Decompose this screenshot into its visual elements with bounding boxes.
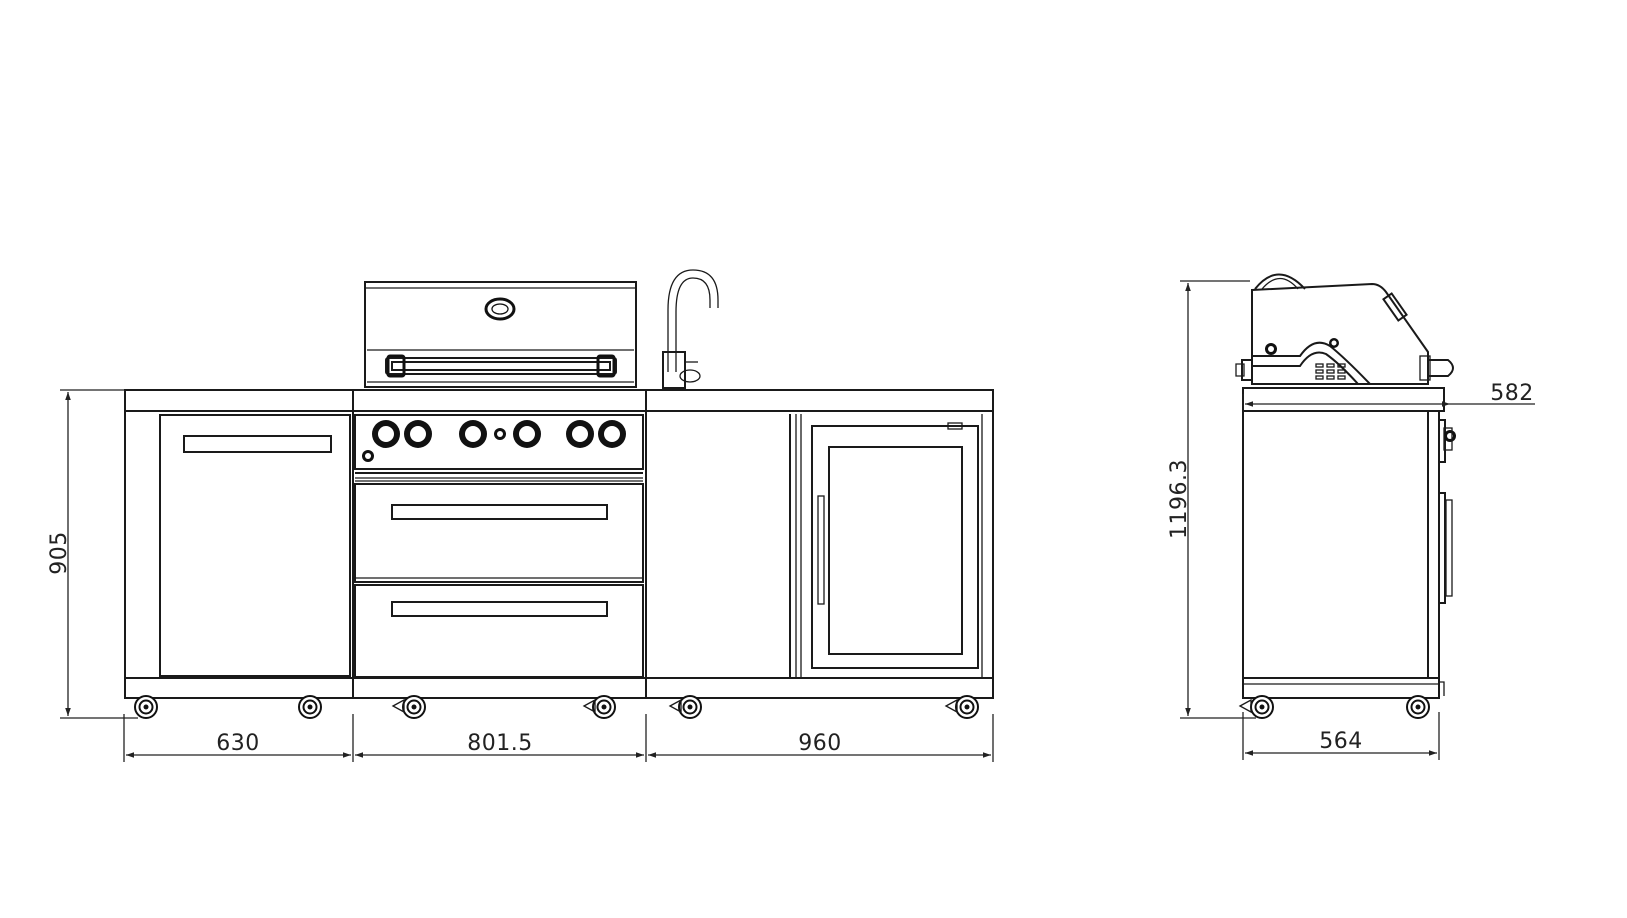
side-grill-hood bbox=[1235, 273, 1454, 385]
dimension-label-right-width: 960 bbox=[798, 731, 842, 756]
dimension-label-top-depth: 582 bbox=[1490, 381, 1534, 406]
dimension-lines-front bbox=[60, 389, 994, 762]
dimension-label-front-height: 905 bbox=[47, 531, 72, 575]
side-countertop bbox=[1242, 387, 1445, 412]
wheel-icon bbox=[134, 695, 979, 719]
right-panel bbox=[789, 414, 802, 678]
dimension-label-left-width: 630 bbox=[216, 731, 260, 756]
countertop bbox=[124, 389, 994, 412]
beverage-fridge bbox=[811, 414, 983, 678]
door-handle bbox=[183, 435, 332, 453]
left-cabinet-door bbox=[159, 414, 351, 677]
dimension-label-total-height: 1196.3 bbox=[1167, 459, 1192, 539]
drawer-lower bbox=[354, 584, 644, 678]
knob-icon bbox=[362, 420, 626, 462]
drawer-handle bbox=[391, 601, 608, 617]
drawer-upper bbox=[354, 483, 644, 583]
side-view: 1196.3 582 564 bbox=[1167, 273, 1535, 760]
dimension-label-center-width: 801.5 bbox=[467, 731, 532, 756]
hood-handle bbox=[385, 354, 617, 378]
grill-hood bbox=[364, 281, 637, 388]
fridge-handle bbox=[817, 495, 825, 605]
thermometer-icon bbox=[484, 297, 516, 321]
faucet-icon bbox=[662, 269, 719, 389]
dimension-label-base-depth: 564 bbox=[1319, 729, 1363, 754]
drawer-handle bbox=[391, 504, 608, 520]
side-cabinet bbox=[1242, 410, 1456, 699]
wheel-icon bbox=[1238, 695, 1430, 719]
control-panel bbox=[354, 414, 644, 482]
dimension-lines-side bbox=[1180, 280, 1535, 760]
front-view: 630 801.5 960 905 bbox=[47, 269, 994, 762]
